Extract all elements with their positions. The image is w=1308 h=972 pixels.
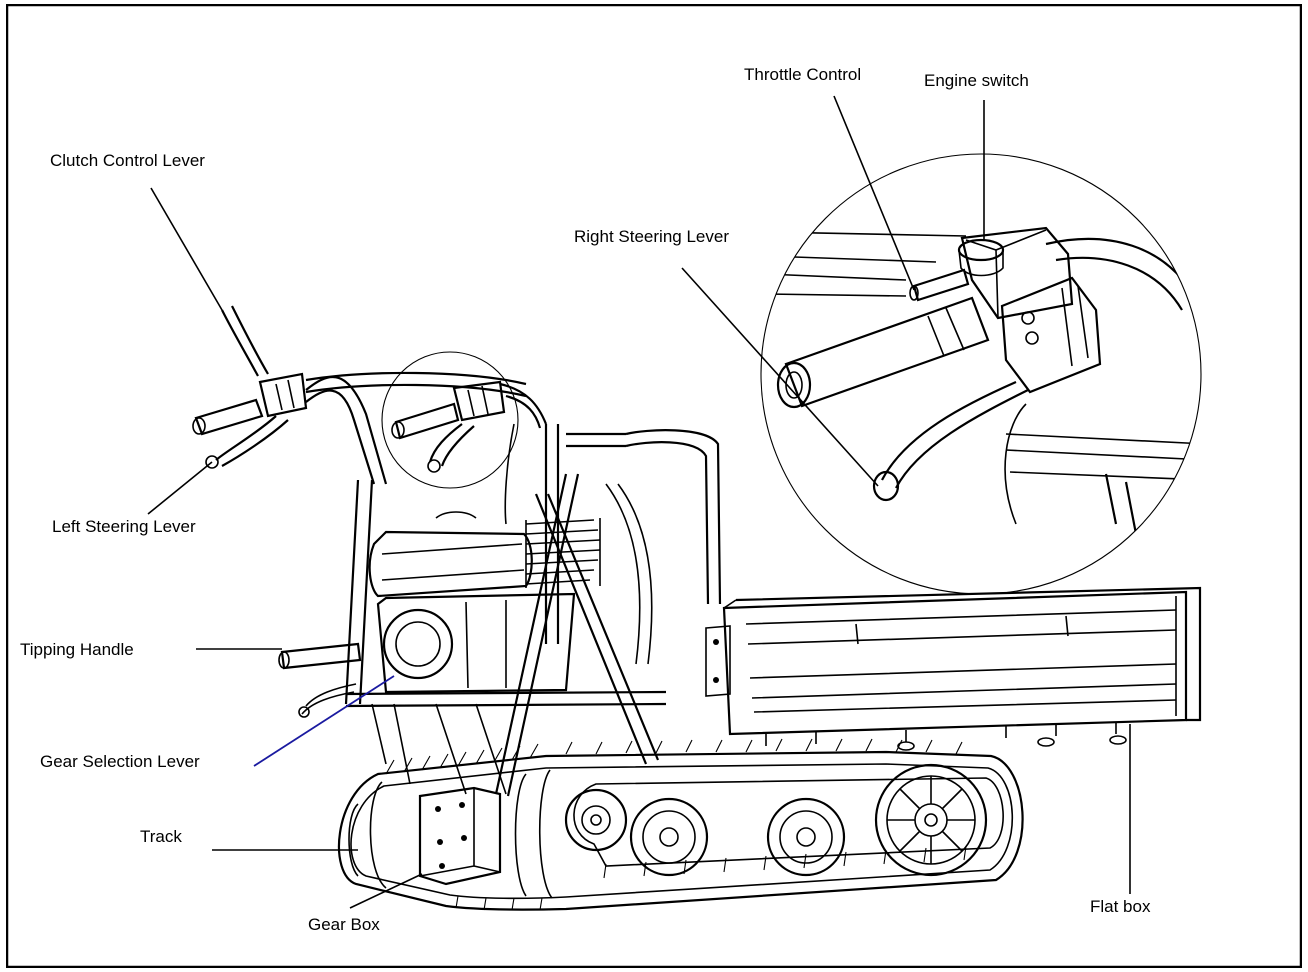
- detail-callout-circle-small: [381, 351, 519, 489]
- tracked-dumper-diagram: Clutch Control Lever Left Steering Lever…: [6, 4, 1302, 968]
- flat-box-part: [705, 586, 1202, 751]
- leader-clutch-control-lever: [150, 187, 223, 311]
- machine-illustration: [192, 305, 1202, 911]
- handlebar-assembly: [192, 305, 548, 485]
- tipping-handle-part: [278, 642, 362, 718]
- diagram-border: [6, 4, 1302, 968]
- label-tipping-handle: Tipping Handle: [20, 640, 134, 659]
- label-engine-switch: Engine switch: [924, 71, 1029, 90]
- label-track: Track: [140, 827, 182, 846]
- label-flat-box: Flat box: [1090, 897, 1151, 916]
- leader-right-steering-lever: [681, 267, 879, 487]
- label-left-steering-lever: Left Steering Lever: [52, 517, 196, 536]
- label-clutch-control-lever: Clutch Control Lever: [50, 151, 205, 170]
- leader-gear-selection-lever: [253, 675, 395, 767]
- label-right-steering-lever: Right Steering Lever: [574, 227, 729, 246]
- leader-left-steering-lever: [147, 461, 213, 515]
- label-gear-selection-lever: Gear Selection Lever: [40, 752, 200, 771]
- label-throttle-control: Throttle Control: [744, 65, 861, 84]
- leader-throttle-control: [833, 95, 915, 291]
- track-assembly: [337, 738, 1024, 911]
- gear-box-part: [418, 786, 502, 886]
- leader-lines: [147, 95, 1131, 909]
- engine-part: [368, 423, 653, 694]
- label-gear-box: Gear Box: [308, 915, 380, 934]
- callout-labels: Clutch Control Lever Left Steering Lever…: [20, 65, 1151, 934]
- diagram-frame: Clutch Control Lever Left Steering Lever…: [6, 4, 1302, 968]
- chassis-frame: [344, 424, 722, 797]
- leader-gear-box: [349, 873, 423, 909]
- detail-callout-circle-large: [760, 153, 1202, 595]
